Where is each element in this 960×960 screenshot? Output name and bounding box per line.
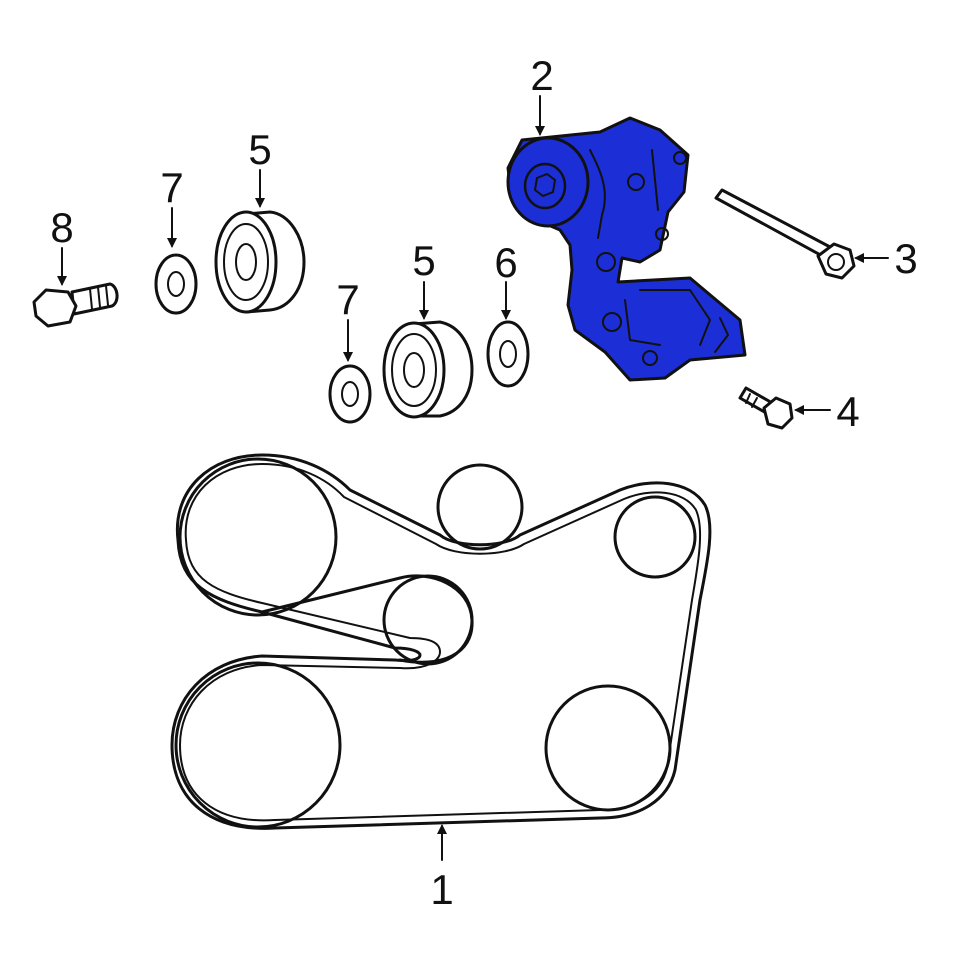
callout-1: 1 [430, 866, 453, 913]
washer-right[interactable] [486, 320, 530, 388]
short-bolt-thread [745, 393, 751, 404]
callout-3: 3 [894, 235, 917, 282]
pulley-lower-right [544, 684, 672, 812]
bracket-hole [602, 312, 622, 332]
washer-right-outer [486, 320, 530, 388]
pulley-crankshaft [174, 661, 342, 829]
washer-right-inner [499, 340, 517, 368]
pulley-bolt-head [32, 288, 78, 328]
bracket-rib [651, 149, 659, 211]
pulley-top-center [436, 463, 524, 551]
washer-lower-inner [341, 381, 359, 407]
callout-6: 6 [494, 239, 517, 286]
belt-tensioner[interactable] [506, 116, 747, 382]
short-bolt[interactable] [738, 386, 794, 430]
callout-5-upper: 5 [248, 126, 271, 173]
long-bolt-flange [827, 253, 845, 271]
pulley-upper-left [178, 457, 338, 617]
bracket-hole [642, 350, 658, 366]
serpentine-belt[interactable] [170, 453, 712, 830]
idler-pulley-lower-face [382, 321, 446, 419]
idler-pulley-lower[interactable] [382, 320, 474, 419]
bracket-hole [673, 151, 687, 165]
washer-upper-inner [167, 271, 185, 297]
idler-pulley-upper[interactable] [214, 210, 306, 314]
belt-idler-loop [260, 574, 474, 664]
short-bolt-head [762, 396, 794, 430]
pulley-bolt-thread [105, 285, 109, 306]
callout-4: 4 [836, 388, 859, 435]
pulley-bolt-shank [70, 282, 119, 316]
pulley-upper-right [613, 495, 697, 579]
idler-pulley-upper-rim [223, 223, 269, 301]
idler-pulley-lower-rim [391, 333, 437, 407]
pulley-bolt-thread [97, 286, 101, 308]
long-bolt[interactable] [714, 188, 856, 280]
bracket-rib [639, 289, 711, 346]
washer-lower[interactable] [328, 364, 372, 424]
bracket-rib [714, 317, 729, 353]
idler-pulley-upper-hub [235, 243, 257, 281]
callout-2: 2 [530, 52, 553, 99]
tensioner-center-bolt [533, 172, 557, 198]
pulley-bolt-thread [89, 288, 93, 310]
callout-7-upper: 7 [160, 164, 183, 211]
bracket-rib [589, 149, 606, 239]
callout-8: 8 [50, 204, 73, 251]
callout-5-lower: 5 [412, 237, 435, 284]
bracket-rib [624, 299, 661, 346]
callout-7-lower: 7 [336, 276, 359, 323]
long-bolt-head [816, 242, 856, 280]
washer-upper[interactable] [154, 253, 198, 315]
idler-pulley-upper-face [214, 210, 278, 314]
short-bolt-thread [751, 397, 758, 408]
bracket-hole [627, 173, 645, 191]
idler-pulley-lower-hub [403, 352, 425, 388]
long-bolt-shank [714, 188, 834, 260]
pulley-bolt[interactable] [32, 282, 119, 328]
belt-inner [179, 463, 702, 822]
washer-upper-outer [154, 253, 198, 315]
bracket-hole [596, 252, 616, 272]
bracket-hole [655, 227, 669, 241]
belt-outer [170, 453, 712, 830]
washer-lower-outer [328, 364, 372, 424]
